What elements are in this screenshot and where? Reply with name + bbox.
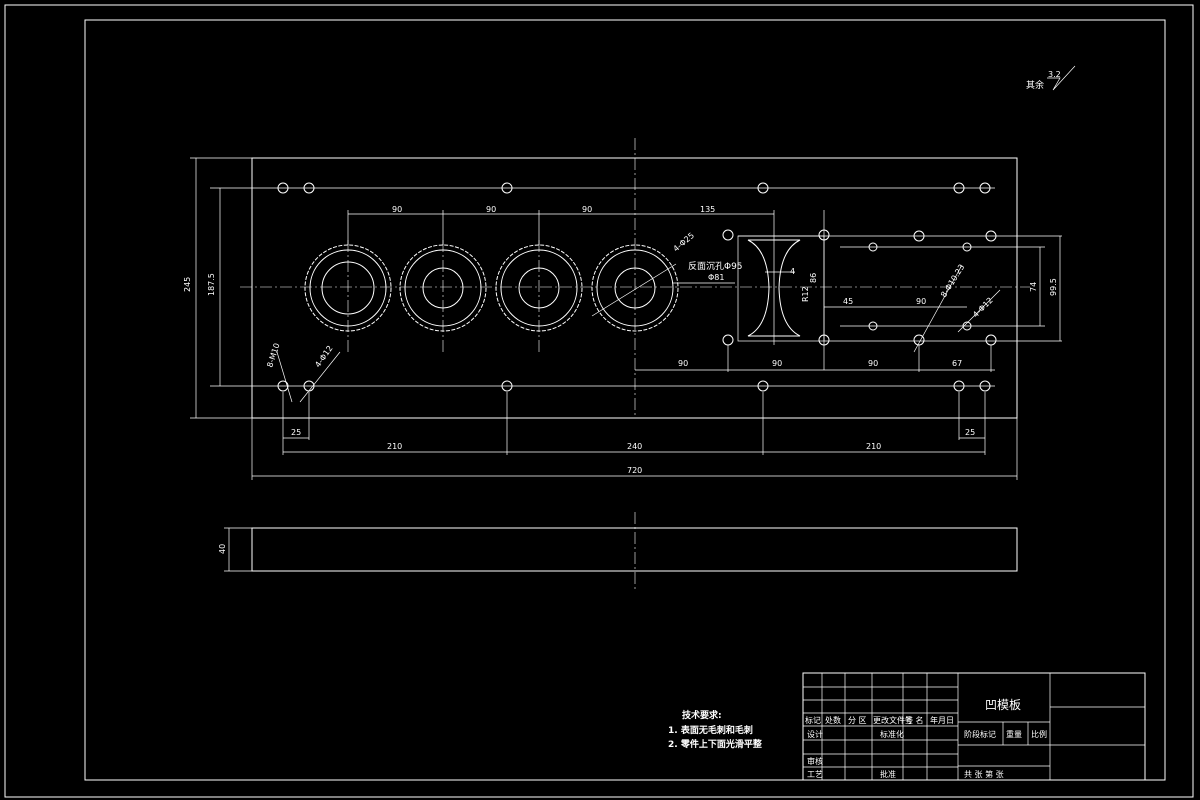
die-hole-2 xyxy=(399,240,487,355)
lower-internal-dimensions: 90 90 90 67 45 90 4 86 R12 74 99.5 xyxy=(635,236,1061,372)
tb-header-sign: 签 名 xyxy=(905,715,924,725)
bottom-hole-row xyxy=(210,380,995,392)
callout-4-phi-25: 4-Φ25 xyxy=(672,231,697,254)
tech-item-2: 2. 零件上下面光滑平整 xyxy=(668,738,762,750)
die-hole-4 xyxy=(591,244,679,332)
callout-8-phi-10: 8-Φ10.23 xyxy=(939,263,966,299)
dim-lower-67: 67 xyxy=(952,359,962,368)
tb-header-date: 年月日 xyxy=(930,715,954,725)
tb-header-zone: 分 区 xyxy=(848,716,867,725)
title-block: 凹模板 标记 处数 分 区 更改文件号 签 名 年月日 设计 标准化 审核 工艺… xyxy=(802,672,1146,781)
dim-inset-45: 45 xyxy=(843,297,853,306)
dim-top-135: 135 xyxy=(700,205,715,214)
technical-requirements: 技术要求: 1. 表面无毛刺和毛刺 2. 零件上下面光滑平整 xyxy=(668,709,762,750)
tb-weight: 重量 xyxy=(1006,729,1022,739)
roughness-label: 其余 xyxy=(1026,79,1044,91)
dim-top-90-1: 90 xyxy=(392,205,402,214)
callout-8-m10: 8-M10 xyxy=(265,342,281,369)
tb-header-count: 处数 xyxy=(825,715,841,725)
callout-4-phi-12-right: 4-Φ12 xyxy=(971,296,995,320)
tb-review: 审核 xyxy=(807,756,823,766)
dim-overall-length: 720 xyxy=(627,466,642,475)
tech-heading: 技术要求: xyxy=(682,709,722,721)
dim-right-99-5: 99.5 xyxy=(1049,278,1058,296)
dim-lower-90-b: 90 xyxy=(772,359,782,368)
dim-lower-90-c: 90 xyxy=(868,359,878,368)
tb-sheets: 共 张 第 张 xyxy=(964,769,1004,779)
die-holes xyxy=(304,240,679,355)
dim-top-90-2: 90 xyxy=(486,205,496,214)
dim-slot-width: 4 xyxy=(790,267,795,276)
dim-bottom-210-right: 210 xyxy=(866,442,881,451)
dim-lower-90-a: 90 xyxy=(678,359,688,368)
tb-standardize: 标准化 xyxy=(880,729,904,739)
die-hole-1 xyxy=(304,240,392,355)
tb-approve: 批准 xyxy=(880,769,896,779)
outer-frame xyxy=(4,4,1194,798)
roughness-check-icon xyxy=(1047,65,1076,91)
top-dimensions: 90 90 90 135 xyxy=(347,205,774,245)
tb-header-doc: 更改文件号 xyxy=(873,715,913,725)
drawing-frame xyxy=(84,19,1166,781)
dim-inset-90: 90 xyxy=(916,297,926,306)
dim-bottom-25-right: 25 xyxy=(965,428,975,437)
dim-bottom-210-left: 210 xyxy=(387,442,402,451)
tb-stage-mark: 阶段标记 xyxy=(964,729,996,739)
right-hole-pattern xyxy=(840,230,1045,346)
callout-4-phi-12-left: 4-Φ12 xyxy=(313,344,334,369)
callouts: 4-Φ25 反面沉孔Φ95 Φ81 8-M10 4-Φ12 8-Φ10.23 4… xyxy=(265,231,1001,403)
dim-top-90-3: 90 xyxy=(582,205,592,214)
dim-slot-radius: R12 xyxy=(801,286,810,302)
callout-reverse-hole: 反面沉孔Φ95 xyxy=(688,261,743,272)
tb-scale: 比例 xyxy=(1031,729,1047,739)
plate-side-view: 40 xyxy=(218,512,1018,590)
bottom-dimensions: 25 210 240 210 25 720 xyxy=(251,392,1018,480)
dim-overall-height: 245 xyxy=(183,277,192,292)
top-hole-row xyxy=(210,182,995,194)
cutting-insert xyxy=(722,210,1062,370)
dim-bottom-240: 240 xyxy=(627,442,642,451)
dim-plate-thickness: 40 xyxy=(218,544,227,554)
tech-item-1: 1. 表面无毛刺和毛刺 xyxy=(668,724,753,736)
left-dimensions: 245 187.5 xyxy=(183,157,252,419)
dim-right-74: 74 xyxy=(1029,282,1038,292)
part-name: 凹模板 xyxy=(985,698,1021,712)
roughness-value: 3.2 xyxy=(1048,70,1061,79)
dim-hole-row-height: 187.5 xyxy=(207,273,216,296)
roughness-symbol: 其余 3.2 xyxy=(1026,65,1076,91)
plate-top-view xyxy=(251,157,1018,419)
callout-phi-81: Φ81 xyxy=(708,273,724,282)
tb-header-mark: 标记 xyxy=(805,715,821,725)
tb-design: 设计 xyxy=(807,729,823,739)
dim-slot-height: 86 xyxy=(809,273,818,283)
die-hole-3 xyxy=(495,240,583,355)
tb-process: 工艺 xyxy=(807,770,823,779)
dim-bottom-25-left: 25 xyxy=(291,428,301,437)
